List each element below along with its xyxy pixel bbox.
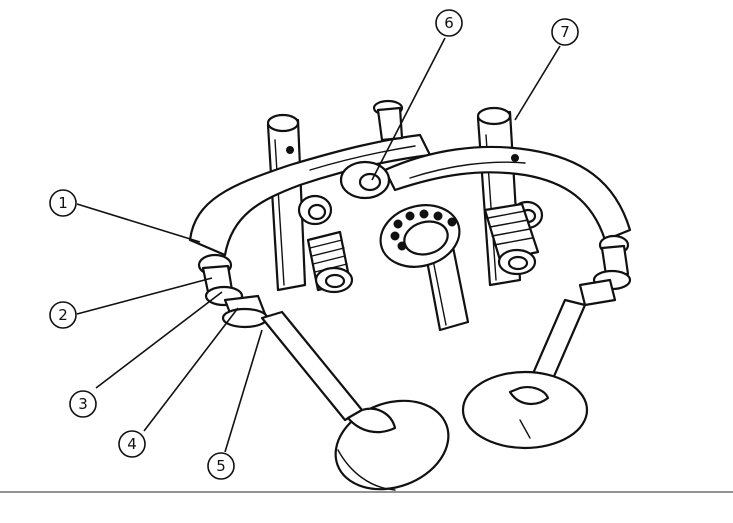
callout-7: 7 [551,18,579,46]
leader-6 [371,37,446,181]
callout-2-label: 2 [58,306,68,324]
leader-4 [143,307,239,432]
callout-6: 6 [435,9,463,37]
callout-4-label: 4 [127,435,137,453]
callout-5-label: 5 [216,457,226,475]
callout-1: 1 [49,189,77,217]
leader-3 [95,291,223,389]
leader-7 [514,45,561,121]
callout-3: 3 [69,390,97,418]
leader-5 [224,329,263,453]
callout-4: 4 [118,430,146,458]
right-valve-spring [483,202,540,276]
right-valve [461,298,589,450]
callout-1-label: 1 [58,194,68,212]
left-adjuster [197,253,269,329]
leader-2 [76,277,213,315]
left-valve [260,310,450,491]
leader-1 [76,203,201,243]
camshaft-assembly [379,204,470,332]
callout-leaders [76,37,561,453]
callout-3-label: 3 [78,395,88,413]
callout-7-label: 7 [560,23,570,41]
right-adjuster [578,234,632,307]
callout-6-label: 6 [444,14,454,32]
left-rocker-shaft [266,113,307,292]
left-valve-spring [306,230,354,294]
rear-rocker-cap [372,99,404,142]
callout-2: 2 [49,301,77,329]
callout-5: 5 [207,452,235,480]
rocker-pivot-hub [339,160,391,200]
